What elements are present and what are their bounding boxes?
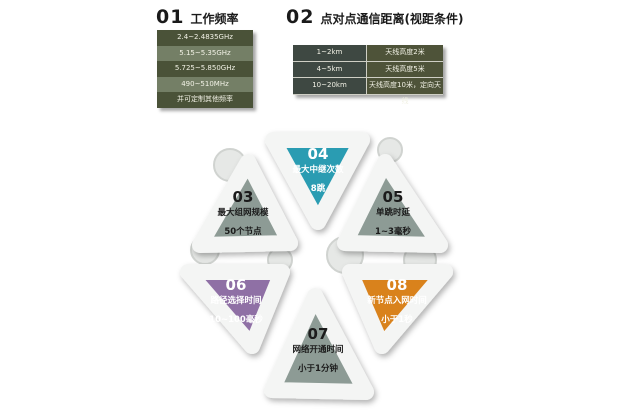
spec-title: 新节点入网时间 xyxy=(367,296,427,306)
section-title: 点对点通信距离(视距条件) xyxy=(320,12,464,26)
spec-number: 04 xyxy=(307,145,329,163)
spec-value: 小于1分钟 xyxy=(298,364,338,374)
distance-cell: 4~5km xyxy=(293,61,367,78)
spec-value: 小于1秒 xyxy=(381,315,413,325)
condition-cell: 天线高度10米，定向天线 xyxy=(367,78,443,105)
spec-label-04: 04 最大中继次数 8跳 xyxy=(292,145,343,195)
spec-title: 单跳时延 xyxy=(375,208,411,218)
spec-card-05 xyxy=(337,154,448,253)
frequency-table: 2.4~2.4835GHz 5.15~5.35GHz 5.725~5.850GH… xyxy=(157,30,253,108)
frequency-row: 5.725~5.850GHz xyxy=(157,61,253,77)
spec-number: 03 xyxy=(232,188,254,206)
spec-card-04 xyxy=(265,132,370,230)
spec-label-06: 06 路径选择时间 10~100毫秒 xyxy=(209,276,263,326)
section-title: 工作频率 xyxy=(190,12,239,26)
spec-title: 路径选择时间 xyxy=(210,296,262,306)
spec-number: 05 xyxy=(382,188,404,206)
spec-title: 最大组网规模 xyxy=(217,208,269,218)
distance-cell: 10~20km xyxy=(293,78,367,94)
frequency-row: 并可定制其他频率 xyxy=(157,92,253,108)
spec-value: 10~100毫秒 xyxy=(209,315,263,325)
spec-number: 07 xyxy=(307,325,329,343)
distance-cell: 1~2km xyxy=(293,45,367,61)
spec-label-08: 08 新节点入网时间小于1秒 xyxy=(367,276,427,326)
spec-card-07 xyxy=(264,288,374,400)
spec-label-07: 07 网络开通时间小于1分钟 xyxy=(292,325,343,375)
spec-value: 1~3毫秒 xyxy=(375,227,411,237)
condition-cell: 天线高度2米 xyxy=(367,45,443,61)
frequency-row: 2.4~2.4835GHz xyxy=(157,30,253,46)
spec-value: 8跳 xyxy=(310,184,326,194)
condition-cell: 天线高度5米 xyxy=(367,61,443,78)
spec-number: 06 xyxy=(225,276,247,294)
frequency-heading: 01 工作频率 xyxy=(156,6,238,28)
spec-label-03: 03 最大组网规模 50个节点 xyxy=(217,188,268,238)
section-number: 02 xyxy=(286,6,315,28)
spec-card-03 xyxy=(192,154,298,253)
spec-card-06 xyxy=(180,264,290,354)
frequency-row: 490~510MHz xyxy=(157,76,253,93)
spec-title: 最大中继次数 xyxy=(292,165,344,175)
spec-value: 50个节点 xyxy=(224,227,262,237)
spec-card-08 xyxy=(342,264,453,354)
spec-label-05: 05 单跳时延 1~3毫秒 xyxy=(375,188,411,238)
spec-title: 网络开通时间 xyxy=(292,345,344,355)
distance-heading: 02 点对点通信距离(视距条件) xyxy=(286,6,463,28)
section-number: 01 xyxy=(156,6,185,28)
spec-number: 08 xyxy=(386,276,408,294)
frequency-row: 5.15~5.35GHz xyxy=(157,45,253,62)
